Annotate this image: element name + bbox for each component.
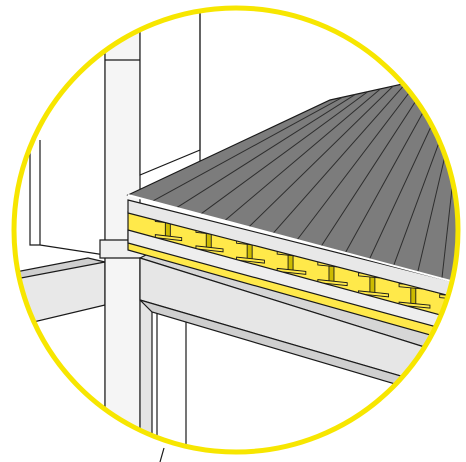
- deck-board-line: [224, 88, 381, 222]
- deck-board-line: [176, 93, 356, 209]
- detail-circle: [11, 5, 461, 455]
- main-beam-bottom: [139, 299, 458, 406]
- deck-top-plate: [127, 199, 458, 301]
- detail-leader-line: [159, 447, 165, 462]
- deck-bottom-plate: [127, 229, 458, 336]
- deck-board-line: [296, 80, 419, 241]
- main-beam-face: [139, 257, 458, 396]
- deck-board-line: [320, 77, 432, 247]
- deck-board-line: [200, 91, 369, 215]
- deck-front-edge: [127, 194, 458, 286]
- deck-board-line: [248, 85, 394, 228]
- deck-board-line: [151, 96, 343, 202]
- deck-board-line: [272, 82, 407, 234]
